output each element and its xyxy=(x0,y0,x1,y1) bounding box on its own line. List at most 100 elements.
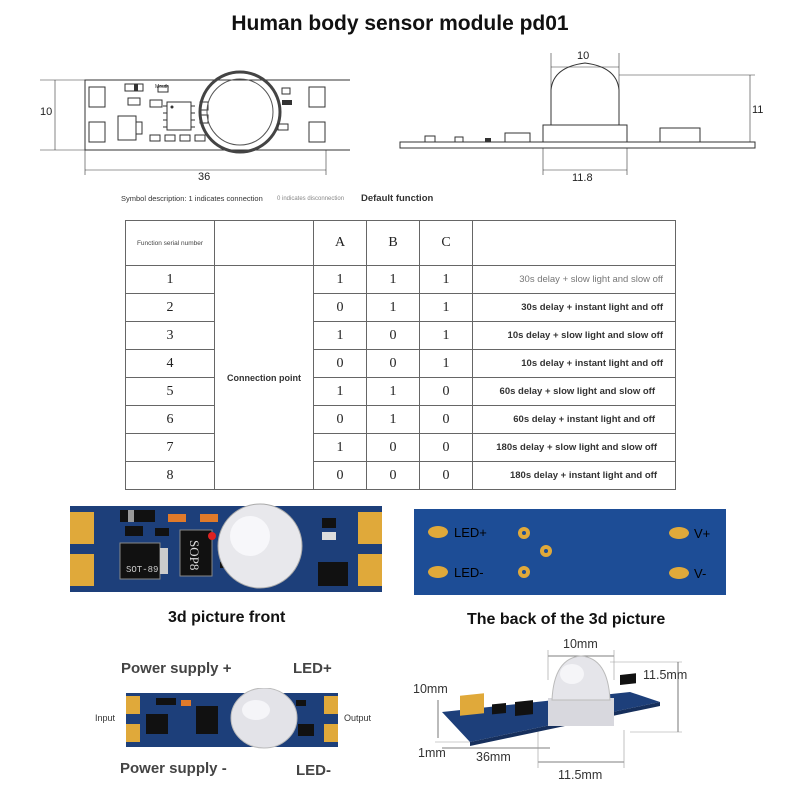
cell-a: 0 xyxy=(313,405,367,434)
capacitor xyxy=(282,100,292,105)
side-component xyxy=(454,136,464,143)
cell-b: 0 xyxy=(366,461,420,490)
cell-b: 1 xyxy=(366,405,420,434)
cell-desc: 60s delay + slow light and slow off xyxy=(472,377,676,406)
dome xyxy=(550,62,620,126)
capacitor xyxy=(179,134,191,142)
pad-led-minus xyxy=(428,566,448,578)
cell-desc: 30s delay + instant light and off xyxy=(472,293,676,322)
cell-desc: 180s delay + slow light and slow off xyxy=(472,433,676,462)
sop8-chip xyxy=(179,529,213,577)
capacitor xyxy=(194,134,206,142)
photo-thickness: 1mm xyxy=(418,746,446,760)
diode-band xyxy=(134,84,138,91)
dimension-photo xyxy=(435,650,682,768)
resistor xyxy=(168,514,186,522)
regulator-tab xyxy=(160,548,168,574)
pad xyxy=(88,121,106,143)
cell-c: 0 xyxy=(419,433,473,462)
v-plus-label: V+ xyxy=(694,526,710,541)
resistor xyxy=(127,97,141,106)
board-outline xyxy=(84,79,350,151)
header-c: C xyxy=(419,220,473,266)
cell-c: 0 xyxy=(419,405,473,434)
dome-base xyxy=(542,124,628,143)
diode-band xyxy=(128,510,134,522)
output-label: Output xyxy=(344,713,372,723)
chip xyxy=(196,706,218,734)
cell-c: 0 xyxy=(419,377,473,406)
led-minus-label-wiring: LED- xyxy=(296,762,331,779)
chip xyxy=(166,101,192,131)
header-blank xyxy=(214,220,314,266)
side-board xyxy=(399,141,756,149)
cell-a: 1 xyxy=(313,321,367,350)
dim-height: 10 xyxy=(40,106,53,118)
cell-a: 1 xyxy=(313,265,367,294)
top-view-drawing xyxy=(40,70,350,175)
table-row: 1 Connection point 1 1 1 30s delay + slo… xyxy=(125,265,676,490)
row-number: 8 xyxy=(125,461,215,490)
photo-board-height: 10mm xyxy=(413,682,448,696)
table-header-row: Function serial number A B C xyxy=(125,220,676,266)
table-row: 2 0 1 1 30s delay + instant light and of… xyxy=(125,293,676,322)
capacitor xyxy=(281,87,291,95)
pad-gold xyxy=(358,554,382,586)
pad-gold xyxy=(70,554,94,586)
regulator xyxy=(119,542,161,580)
symbol-disconnect: 0 indicates disconnection xyxy=(277,196,345,202)
cell-c: 1 xyxy=(419,349,473,378)
cell-c: 1 xyxy=(419,321,473,350)
back-caption: The back of the 3d picture xyxy=(467,611,666,628)
led-plus-label-wiring: LED+ xyxy=(293,660,332,677)
sensor-lens xyxy=(206,78,274,146)
table-row: 5 1 1 0 60s delay + slow light and slow … xyxy=(125,377,676,406)
table-row: 8 0 0 0 180s delay + instant light and o… xyxy=(125,461,676,490)
cell-c: 1 xyxy=(419,293,473,322)
front-3d-picture: SOT-89 SOP8 xyxy=(70,503,382,592)
cell-a: 1 xyxy=(313,433,367,462)
dim-base-width: 11.8 xyxy=(572,172,593,184)
capacitor xyxy=(322,532,336,540)
cell-desc: 30s delay + slow light and slow off xyxy=(472,265,676,294)
wiring-photo xyxy=(126,688,338,749)
capacitor xyxy=(149,134,161,142)
table-row: 4 0 0 1 10s delay + instant light and of… xyxy=(125,349,676,378)
cell-a: 0 xyxy=(313,293,367,322)
resistor xyxy=(149,99,163,108)
pcb-board-back xyxy=(414,509,726,595)
power-plus-label: Power supply + xyxy=(121,660,232,677)
red-dot xyxy=(208,532,216,540)
header-desc xyxy=(472,220,676,266)
diode xyxy=(120,510,155,522)
pad xyxy=(308,121,326,143)
row-number: 4 xyxy=(125,349,215,378)
page-title: Human body sensor module pd01 xyxy=(231,12,569,35)
capacitor xyxy=(155,528,169,536)
side-component xyxy=(485,138,491,142)
cell-desc: 10s delay + instant light and off xyxy=(472,349,676,378)
v-minus-label: V- xyxy=(694,566,706,581)
input-label: Input xyxy=(95,713,116,723)
pad xyxy=(88,86,106,108)
symbol-description: Symbol description: 1 indicates connecti… xyxy=(121,194,263,203)
capacitor xyxy=(277,123,289,131)
led-minus-label: LED- xyxy=(454,565,484,580)
dome-highlight xyxy=(230,516,270,556)
cell-a: 1 xyxy=(313,377,367,406)
side-component xyxy=(424,135,436,143)
pad-gold xyxy=(358,512,382,544)
pad-led-plus xyxy=(428,526,448,538)
side-component xyxy=(659,127,701,143)
function-table: Function serial number A B C 1 Connectio… xyxy=(125,220,676,490)
cell-b: 1 xyxy=(366,293,420,322)
capacitor xyxy=(125,526,143,536)
row-number: 5 xyxy=(125,377,215,406)
row-number: 2 xyxy=(125,293,215,322)
cell-a: 0 xyxy=(313,461,367,490)
pad-gold xyxy=(70,512,94,544)
cell-b: 1 xyxy=(366,265,420,294)
photo-length: 36mm xyxy=(476,750,511,764)
cell-a: 0 xyxy=(313,349,367,378)
side-view-drawing xyxy=(399,53,756,175)
